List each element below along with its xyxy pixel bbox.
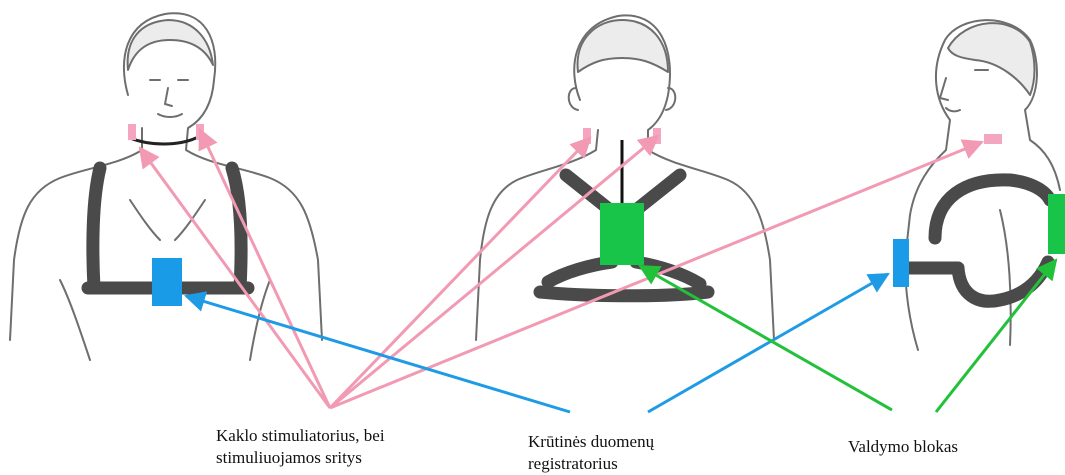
blue-arrow-front [186, 296, 570, 412]
side-face-features [940, 70, 988, 111]
front-hair [128, 20, 213, 70]
back-ears [569, 88, 676, 110]
front-neck-pad-left [128, 124, 136, 140]
pink-arrow-front-right [200, 130, 330, 408]
green-arrow-side [936, 260, 1056, 412]
front-face-features [150, 80, 188, 117]
front-view-figure [10, 13, 322, 360]
back-control-unit [600, 203, 644, 265]
chest-label-line-1: Krūtinės duomenų [528, 431, 654, 453]
side-chest-recorder [893, 239, 909, 287]
neck-label-line-2: stimuliuojamos sritys [216, 447, 385, 469]
chest-recorder-label: Krūtinės duomenų registratorius [528, 431, 654, 475]
side-harness [908, 180, 1050, 301]
pink-arrow-back-right [330, 136, 658, 408]
control-unit-label: Valdymo blokas [848, 436, 958, 458]
side-hair [948, 23, 1035, 95]
control-label-line-1: Valdymo blokas [848, 436, 958, 458]
chest-label-line-2: registratorius [528, 453, 654, 475]
front-chest-recorder [152, 258, 182, 306]
side-neck-pad [984, 134, 1002, 144]
neck-stimulator-label: Kaklo stimuliatorius, bei stimuliuojamos… [216, 425, 385, 469]
side-control-unit [1048, 194, 1065, 254]
neck-label-line-1: Kaklo stimuliatorius, bei [216, 425, 385, 447]
green-arrow-back [640, 266, 892, 410]
